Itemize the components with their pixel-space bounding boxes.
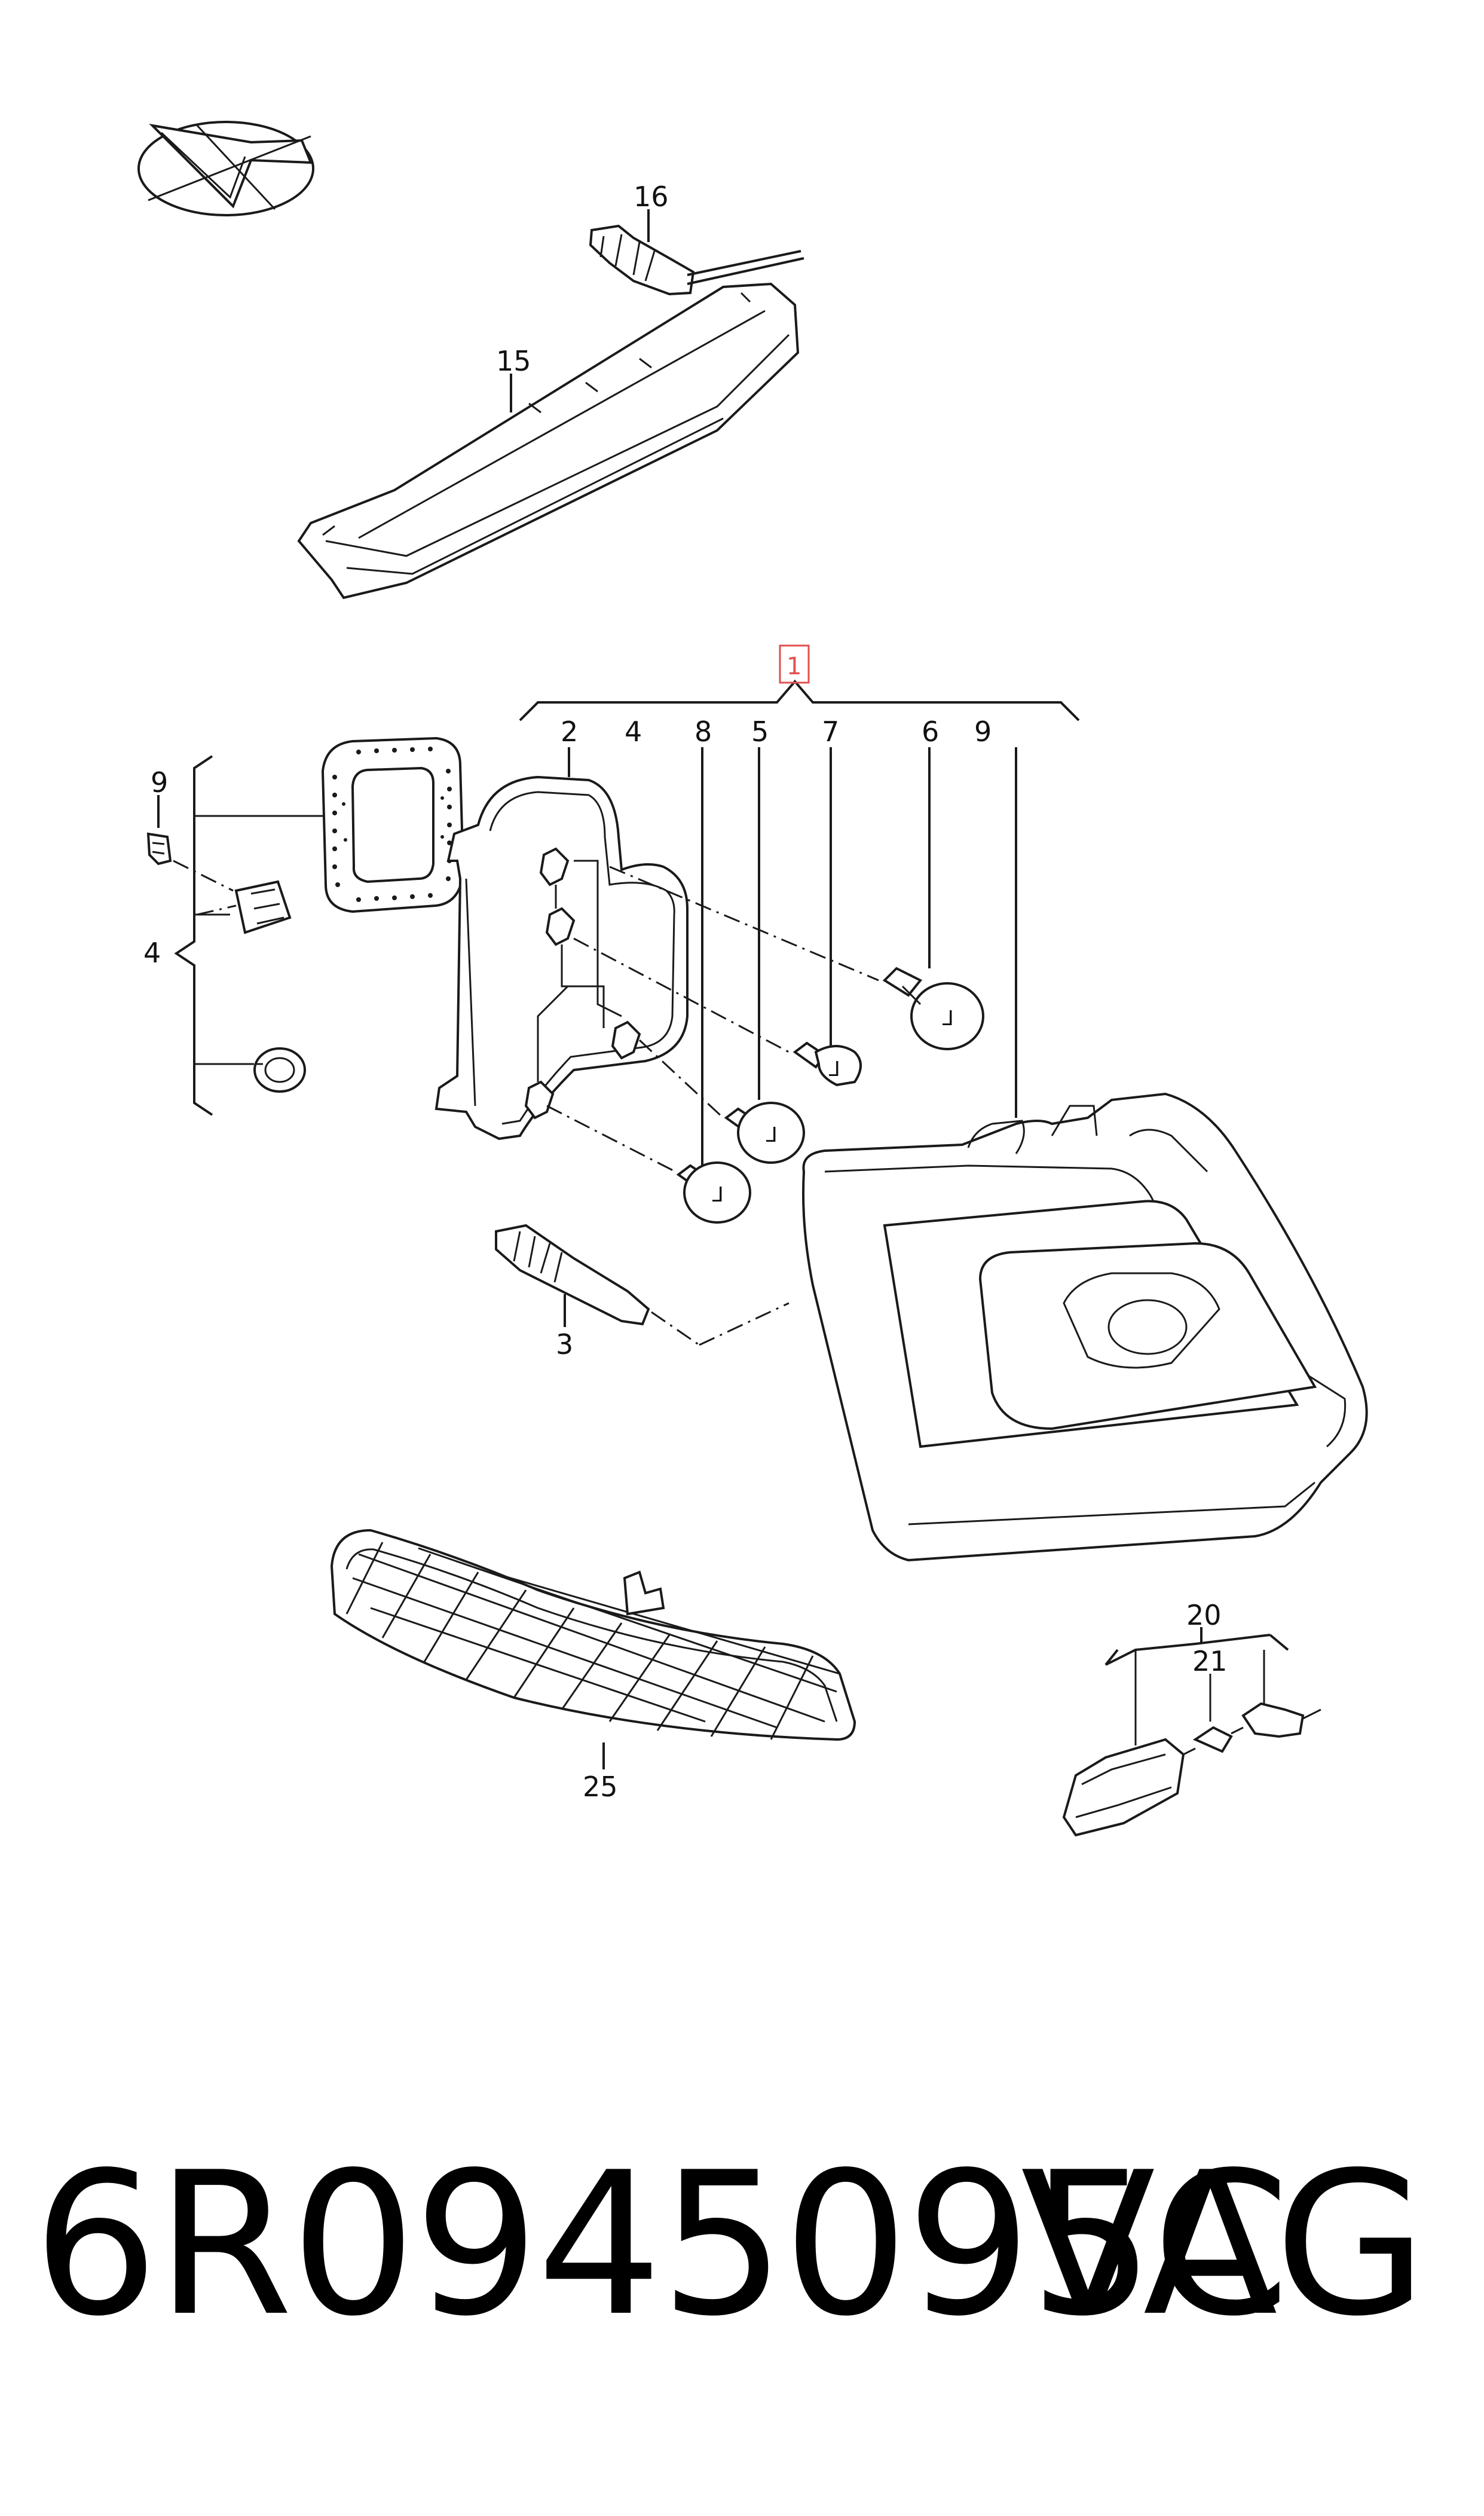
svg-text:ᒧ: ᒧ <box>941 1007 954 1031</box>
callout-7: 7 <box>822 716 839 748</box>
gasket-seal <box>321 736 465 913</box>
callout-1: 1 <box>787 653 801 680</box>
part-3-harness <box>495 1224 650 1327</box>
part-25-grille <box>330 1528 856 1769</box>
bulb-5: ᒧ <box>724 1102 805 1164</box>
part-2-bulb-carrier <box>435 775 689 1141</box>
brand-label: VAG <box>1020 2130 1427 2359</box>
part-20-plate-lamp <box>1062 1627 1321 1837</box>
callout-4-top: 4 <box>625 716 642 748</box>
bracket-item-1 <box>519 644 1080 722</box>
part-1-tail-lamp <box>802 1092 1368 1562</box>
bulb-7: ᒧ <box>793 1041 862 1087</box>
callout-labels: 16 15 1 2 4 8 5 7 6 9 9 4 3 25 20 21 <box>143 181 1228 1803</box>
callout-6: 6 <box>922 716 939 748</box>
bulb-8: ᒧ <box>676 1161 751 1224</box>
callout-20: 20 <box>1186 1599 1222 1631</box>
callout-21: 21 <box>1192 1645 1228 1677</box>
callout-16: 16 <box>634 181 669 213</box>
svg-text:ᒧ: ᒧ <box>765 1123 778 1147</box>
callout-4-side: 4 <box>143 937 161 969</box>
callout-15: 15 <box>496 345 531 377</box>
direction-logo-icon <box>137 121 314 216</box>
part-16-holder <box>589 209 804 296</box>
svg-text:ᒧ: ᒧ <box>828 1057 840 1081</box>
callout-3: 3 <box>556 1328 573 1361</box>
callout-25: 25 <box>583 1771 618 1803</box>
callout-5: 5 <box>751 716 769 748</box>
part-15-brake-light <box>297 282 800 600</box>
part-number: 6R0945095C <box>33 2130 1290 2359</box>
callout-9-side: 9 <box>151 766 168 799</box>
side-bracket-9-4 <box>146 755 323 1116</box>
bulb-6: ᒧ <box>882 967 984 1050</box>
callout-9-top: 9 <box>974 716 992 748</box>
svg-text:ᒧ: ᒧ <box>711 1183 724 1207</box>
exploded-parts-diagram: ᒧ ᒧ ᒧ ᒧ <box>137 121 1368 1837</box>
callout-2: 2 <box>561 716 578 748</box>
assembly-dash-lines <box>546 866 879 1346</box>
callout-8: 8 <box>694 716 712 748</box>
leader-lines <box>568 747 1017 1172</box>
